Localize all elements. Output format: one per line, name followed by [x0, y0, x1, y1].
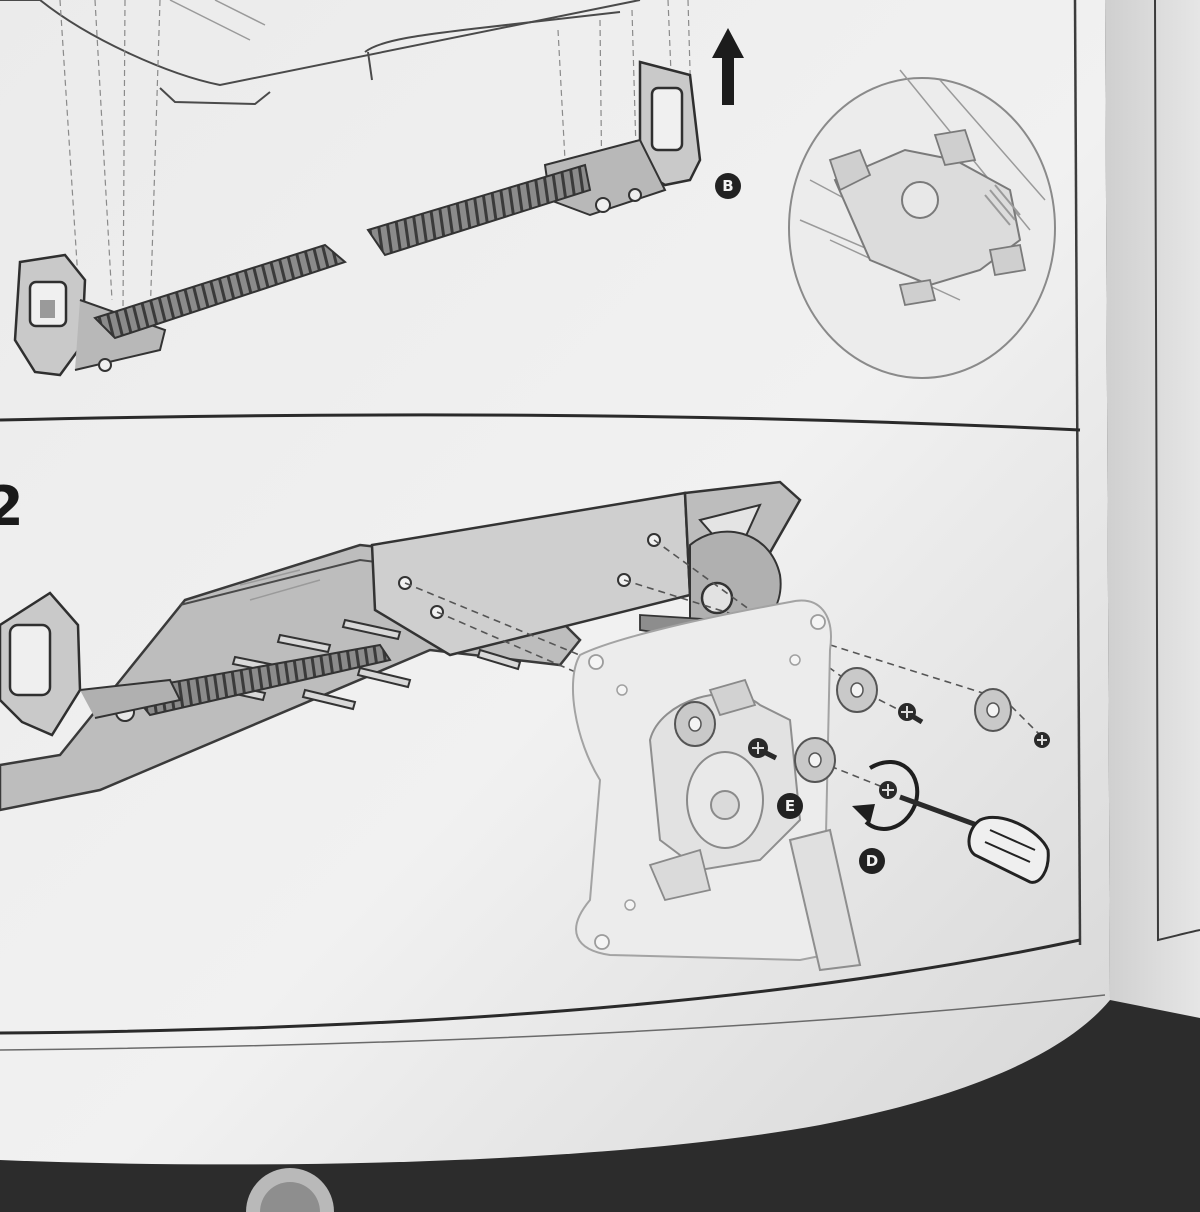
step-2-panel: 2 [0, 475, 1050, 972]
step-number: 2 [0, 475, 24, 538]
screw [1034, 732, 1050, 748]
washers [674, 667, 1012, 783]
detail-zoom-circle [788, 69, 1056, 379]
callout-d: D [859, 848, 885, 874]
panel-divider [0, 413, 1081, 432]
screwdriver-icon [899, 794, 1050, 884]
svg-text:B: B [722, 177, 733, 195]
svg-text:E: E [785, 797, 795, 815]
screws [748, 703, 1050, 799]
washer [674, 701, 716, 747]
washer [974, 688, 1012, 732]
panel-bottom-border [0, 938, 1081, 1035]
vesa-mount-plate [571, 599, 862, 972]
washer [794, 737, 836, 783]
left-strap [93, 243, 348, 340]
step-1-panel: B [0, 0, 1056, 379]
right-page [1105, 0, 1200, 1018]
screw [898, 703, 924, 725]
right-bracket [543, 60, 702, 217]
right-strap [366, 163, 592, 257]
callout-b: B [715, 173, 741, 199]
left-bracket-step2 [0, 591, 182, 737]
page-bottom-line [0, 994, 1106, 1051]
washer [836, 667, 878, 713]
panel-border-right [1073, 0, 1082, 946]
callout-e: E [777, 793, 803, 819]
screw-head-bottom [246, 1168, 334, 1212]
screw [748, 738, 778, 761]
up-arrow-icon [712, 28, 744, 105]
svg-text:D: D [866, 852, 878, 870]
screw [879, 781, 897, 799]
